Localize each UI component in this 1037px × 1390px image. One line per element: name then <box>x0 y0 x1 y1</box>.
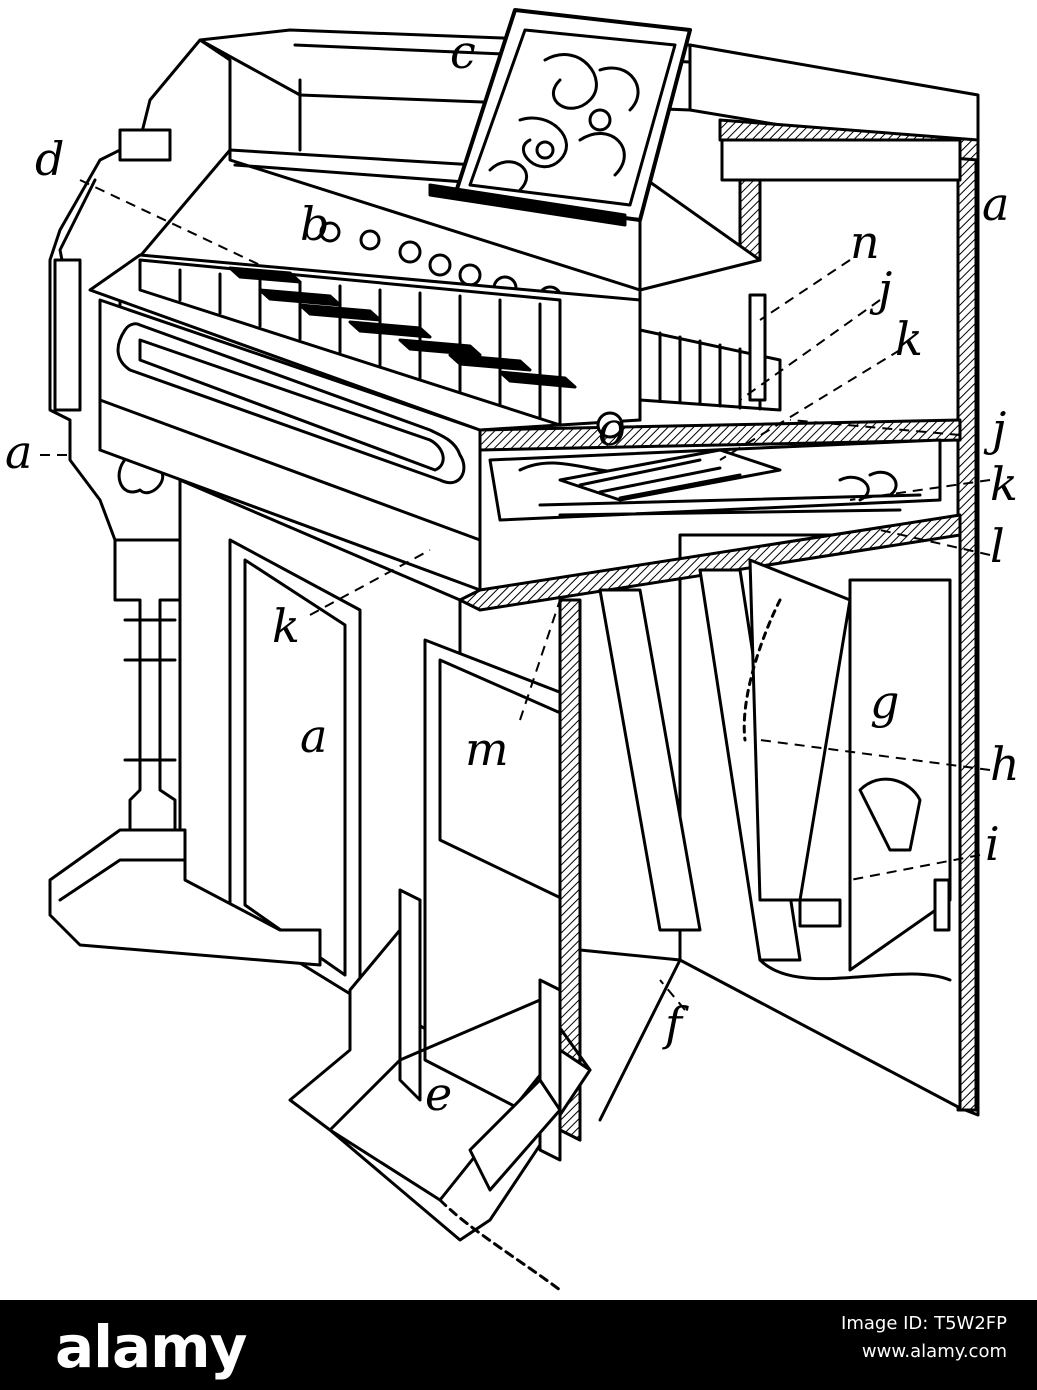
brand-logo: alamy <box>55 1313 247 1381</box>
site-url-text: www.alamy.com <box>861 1341 1007 1362</box>
label-g: g <box>870 675 899 729</box>
label-a-left: a <box>5 425 32 479</box>
label-k-upper: k <box>895 312 923 366</box>
label-k-lower: k <box>272 599 300 653</box>
label-j-lower: j <box>983 402 1006 456</box>
music-rest <box>428 8 692 227</box>
label-o: o <box>598 402 626 456</box>
pedals <box>288 888 682 1292</box>
bellows <box>598 558 952 982</box>
label-m: m <box>465 722 509 776</box>
label-n: n <box>850 215 880 269</box>
internal-mechanism <box>488 293 942 522</box>
reed-organ-illustration: c d b a n j k o j a k l k g a m h i f e <box>5 8 1020 1292</box>
keyboard-keys <box>138 258 782 427</box>
left-cheek-piece <box>48 38 232 602</box>
image-id-text: Image ID: T5W2FP <box>841 1313 1007 1334</box>
label-d: d <box>35 132 64 186</box>
label-c: c <box>450 25 476 79</box>
label-f: f <box>662 997 689 1051</box>
leader-lines <box>40 179 991 1011</box>
label-k-right: k <box>990 457 1018 511</box>
label-h: h <box>990 737 1020 791</box>
label-a-mid: a <box>300 709 327 763</box>
label-i: i <box>985 817 1000 871</box>
label-b: b <box>300 197 329 251</box>
label-l: l <box>990 519 1005 573</box>
image-info: Image ID: T5W2FP www.alamy.com <box>841 1310 1007 1366</box>
watermark-footer: alamy Image ID: T5W2FP www.alamy.com <box>0 1300 1037 1390</box>
label-j-upper: j <box>869 262 892 316</box>
left-leg <box>48 538 322 967</box>
label-a-right: a <box>982 177 1009 231</box>
label-e: e <box>425 1067 452 1121</box>
